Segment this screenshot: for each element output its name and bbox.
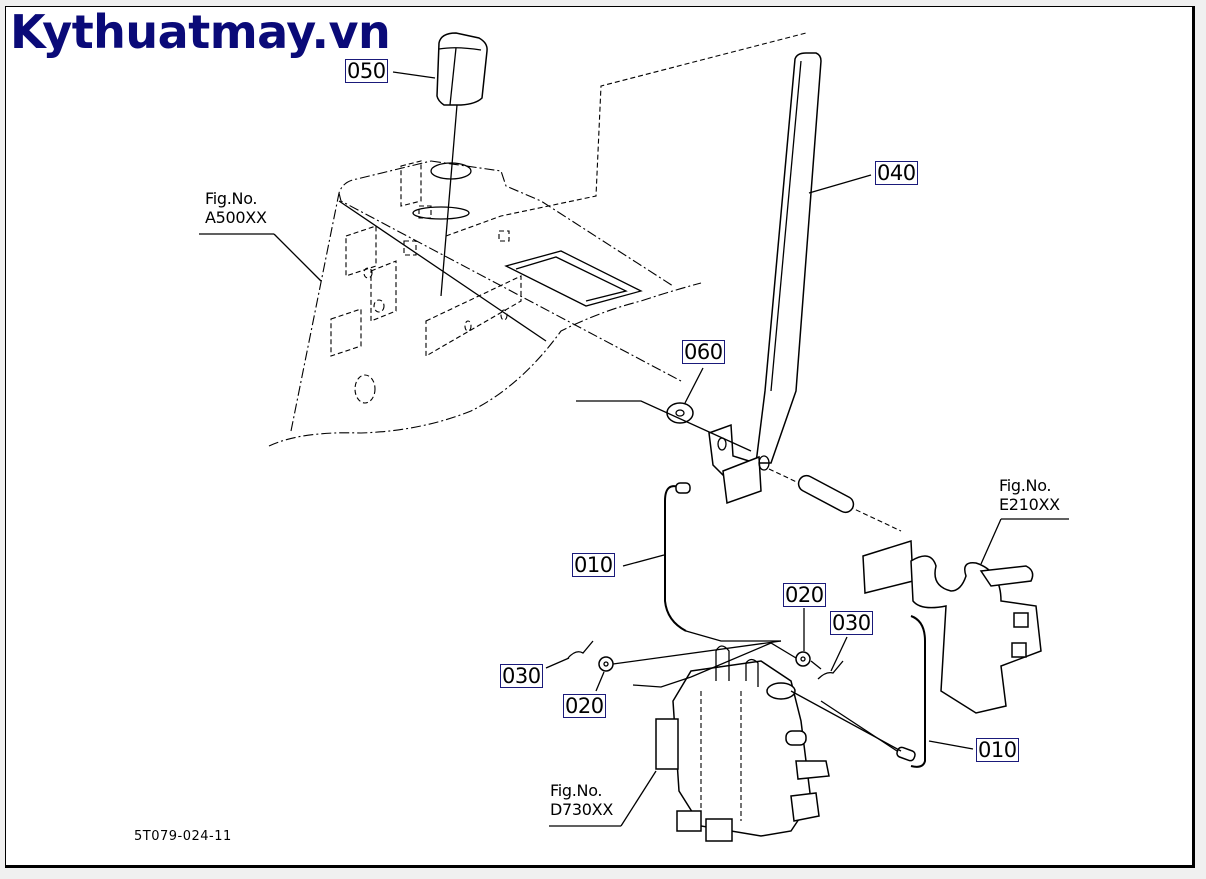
diagram-sheet: Kythuatmay.vn 050 040 060 010 010 020 02… — [5, 6, 1195, 868]
panel-a500xx — [268, 32, 807, 447]
washers-pins — [545, 608, 848, 692]
site-watermark: Kythuatmay.vn — [10, 5, 391, 59]
callout-020-right[interactable]: 020 — [783, 583, 826, 607]
document-number: 5T079-024-11 — [134, 829, 232, 844]
rod-010-left — [622, 482, 781, 642]
callout-060[interactable]: 060 — [682, 340, 725, 364]
callout-010-left[interactable]: 010 — [572, 553, 615, 577]
valve-d730xx — [549, 642, 902, 842]
figref-d730xx-line1: Fig.No. — [550, 781, 603, 800]
figref-e210xx-line2: E210XX — [999, 495, 1060, 514]
figref-d730xx-line2: D730XX — [550, 800, 613, 819]
figref-a500xx[interactable]: Fig.No. A500XX — [205, 189, 267, 227]
figref-e210xx-line1: Fig.No. — [999, 476, 1052, 495]
figref-e210xx[interactable]: Fig.No. E210XX — [999, 476, 1060, 514]
callout-040[interactable]: 040 — [875, 161, 918, 185]
knob-050 — [392, 32, 488, 297]
callout-030-left[interactable]: 030 — [500, 664, 543, 688]
bracket-e210xx — [862, 518, 1069, 714]
callout-010-right[interactable]: 010 — [976, 738, 1019, 762]
figref-d730xx[interactable]: Fig.No. D730XX — [550, 781, 613, 819]
callout-030-right[interactable]: 030 — [830, 611, 873, 635]
callout-050[interactable]: 050 — [345, 59, 388, 83]
lever-040 — [755, 52, 872, 464]
callout-020-left[interactable]: 020 — [563, 694, 606, 718]
figref-a500xx-line2: A500XX — [205, 208, 267, 227]
figref-a500xx-line1: Fig.No. — [205, 189, 258, 208]
leader-a500xx-diag — [273, 233, 322, 282]
bracket-washer — [576, 367, 902, 532]
parts-drawing — [199, 32, 1069, 842]
rod-010-right — [820, 615, 974, 768]
